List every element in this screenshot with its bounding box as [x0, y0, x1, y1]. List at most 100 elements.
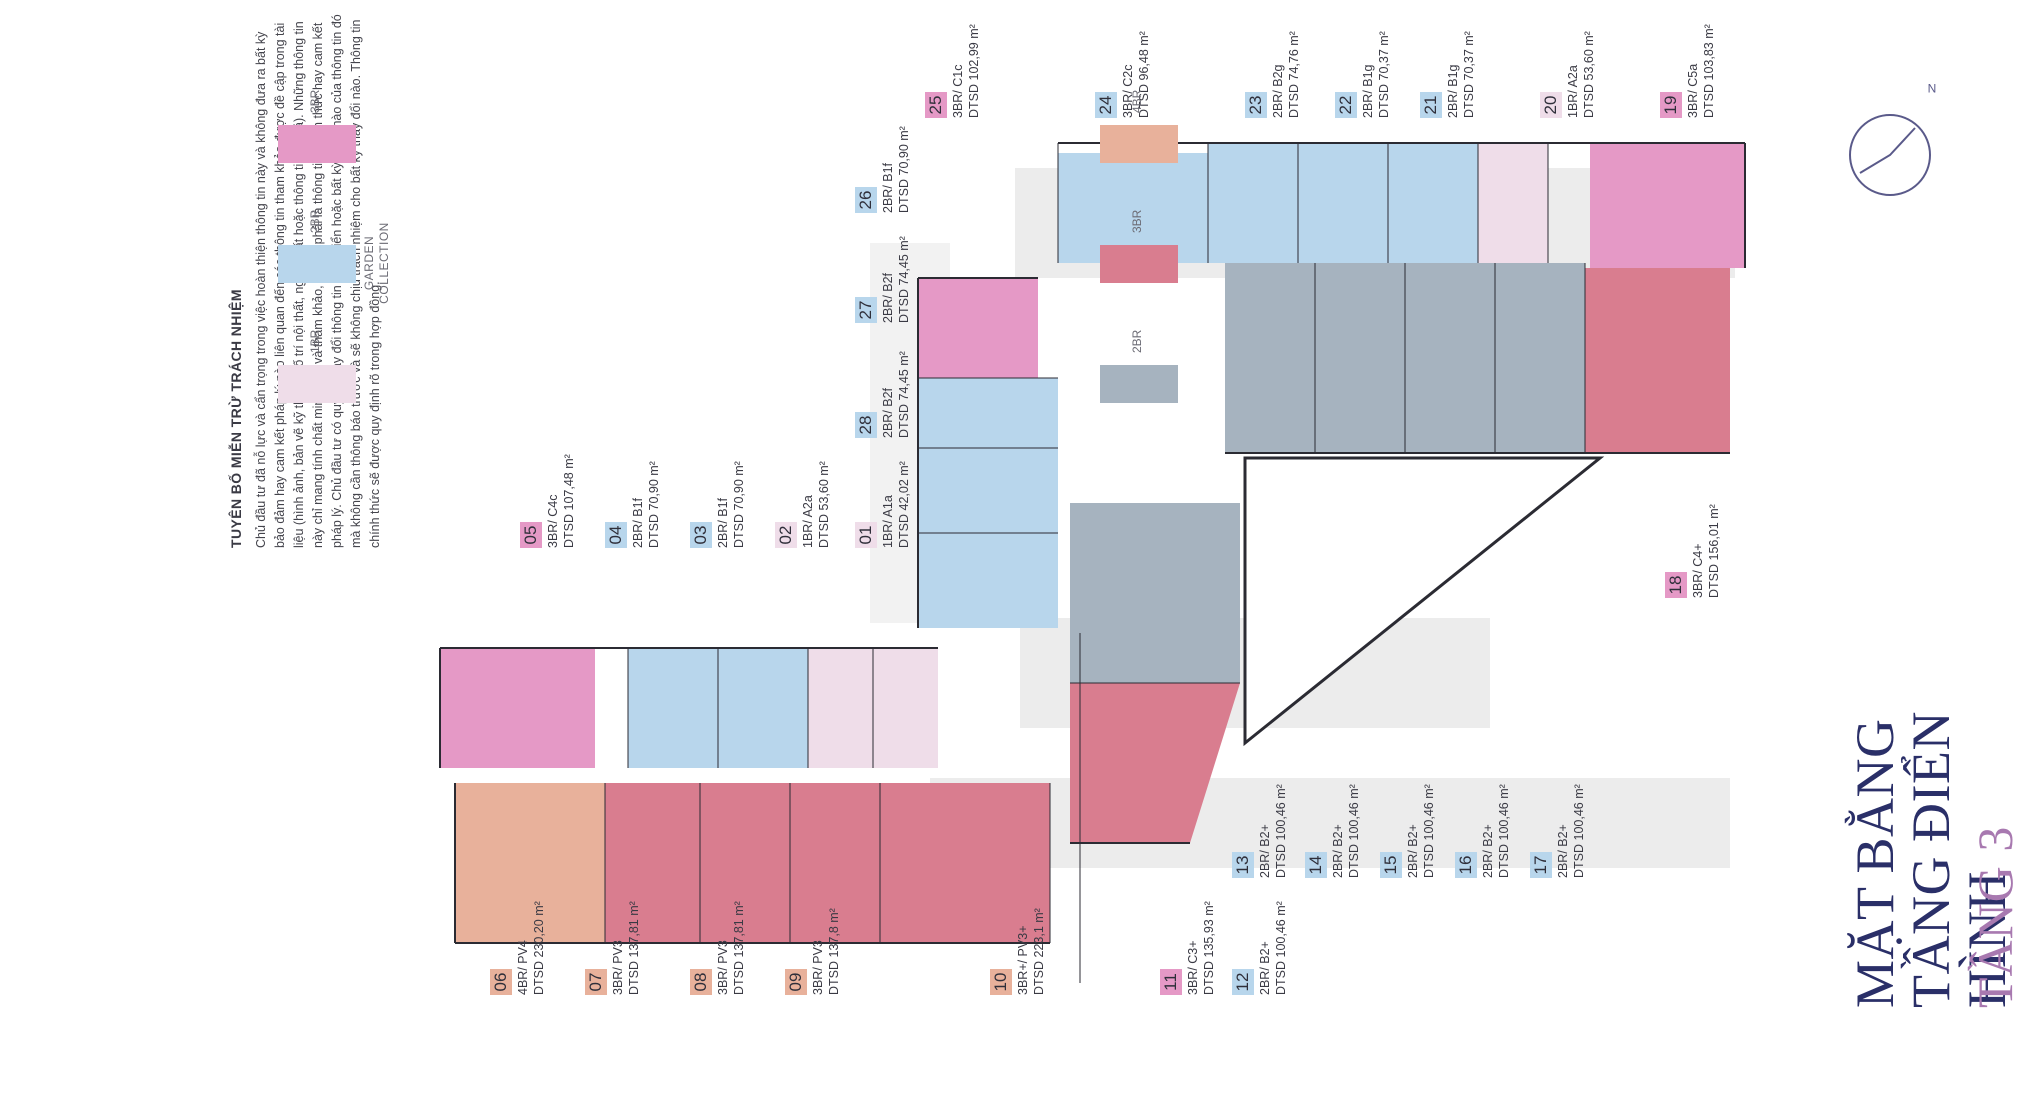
unit-16-zone[interactable] [1405, 263, 1495, 453]
unit-area: DTSD 137,81 m² [627, 901, 641, 995]
unit-25-zone[interactable] [918, 278, 1038, 378]
unit-number-badge: 10 [990, 969, 1012, 995]
unit-15-zone[interactable] [1315, 263, 1405, 453]
unit-03-zone[interactable] [718, 648, 808, 768]
legend-label-garden-2br: 2BR [1130, 329, 1144, 353]
legend-label-2br: 2BR [308, 209, 322, 233]
unit-area: DTSD 100,46 m² [1274, 784, 1288, 878]
unit-23-zone[interactable] [1208, 143, 1298, 263]
unit-17-zone[interactable] [1495, 263, 1585, 453]
unit-13-zone[interactable] [1070, 503, 1240, 593]
unit-number-badge: 25 [925, 92, 947, 118]
unit-type: 2BR/ B2g [1271, 64, 1285, 118]
unit-type: 3BR/ C4c [546, 494, 560, 549]
unit-27-zone[interactable] [918, 448, 1058, 533]
unit-type: 2BR/ B2+ [1481, 824, 1495, 878]
unit-type: 2BR/ B2+ [1331, 824, 1345, 878]
unit-22-zone[interactable] [1298, 143, 1388, 263]
unit-area: DTSD 70,90 m² [647, 461, 661, 548]
unit-02-zone[interactable] [808, 648, 873, 768]
unit-10-zone[interactable] [880, 783, 1050, 943]
unit-area: DTSD 137,8 m² [827, 908, 841, 995]
unit-19-zone[interactable] [1590, 143, 1745, 268]
unit-type: 2BR/ B2+ [1406, 824, 1420, 878]
unit-18-zone[interactable] [1585, 268, 1730, 453]
unit-12-zone[interactable] [1070, 593, 1240, 683]
unit-type: 3BR/ C5a [1686, 63, 1700, 118]
unit-label-14[interactable]: 14 2BR/ B2+DTSD 100,46 m² [1305, 728, 1362, 878]
unit-number-badge: 19 [1660, 92, 1682, 118]
unit-type: 1BR/ A2a [801, 495, 815, 548]
unit-type: 3BR+/ PV3+ [1016, 925, 1030, 996]
legend-swatch-2br [278, 245, 356, 283]
legend-swatch-garden-2br [1100, 365, 1178, 403]
unit-area: DTSD 70,37 m² [1462, 31, 1476, 118]
unit-28-zone[interactable] [918, 533, 1058, 628]
unit-type: 2BR/ B1f [716, 497, 730, 548]
unit-number-badge: 15 [1380, 852, 1402, 878]
unit-area: DTSD 100,46 m² [1347, 784, 1361, 878]
unit-09-zone[interactable] [790, 783, 880, 943]
unit-14-zone[interactable] [1225, 263, 1315, 453]
unit-20-zone[interactable] [1478, 143, 1548, 263]
unit-area: DTSD 70,37 m² [1377, 31, 1391, 118]
unit-number-badge: 06 [490, 969, 512, 995]
unit-11-zone[interactable] [1070, 683, 1240, 843]
unit-08-zone[interactable] [700, 783, 790, 943]
unit-area: DTSD 100,46 m² [1572, 784, 1586, 878]
disclaimer-title: TUYÊN BỐ MIỄN TRỪ TRÁCH NHIỆM [228, 289, 244, 548]
unit-area: DTSD 102,99 m² [967, 24, 981, 118]
unit-number-badge: 20 [1540, 92, 1562, 118]
unit-type: 2BR/ B1g [1361, 64, 1375, 118]
unit-07-zone[interactable] [605, 783, 700, 943]
unit-number-badge: 02 [775, 522, 797, 548]
unit-06-zone[interactable] [455, 783, 605, 943]
unit-24-zone[interactable] [1058, 153, 1208, 263]
unit-04-zone[interactable] [628, 648, 718, 768]
unit-number-badge: 28 [855, 412, 877, 438]
unit-type: 2BR/ B2+ [1556, 824, 1570, 878]
unit-05-zone[interactable] [440, 648, 595, 768]
unit-area: DTSD 74,76 m² [1287, 31, 1301, 118]
unit-type: 3BR/ PV3 [611, 940, 625, 995]
unit-area: DTSD 70,90 m² [732, 461, 746, 548]
unit-number-badge: 14 [1305, 852, 1327, 878]
legend-swatch-garden-3br [1100, 245, 1178, 283]
legend-swatch-1br [278, 365, 356, 403]
unit-area: DTSD 137,81 m² [732, 901, 746, 995]
unit-zones [440, 143, 1745, 943]
unit-type: 3BR/ C4+ [1691, 543, 1705, 598]
unit-type: 2BR/ B2f [881, 387, 895, 438]
unit-number-badge: 22 [1335, 92, 1357, 118]
unit-26-zone[interactable] [918, 378, 1058, 448]
unit-area: DTSD 230,20 m² [532, 901, 546, 995]
unit-01-zone[interactable] [873, 648, 938, 768]
unit-number-badge: 24 [1095, 92, 1117, 118]
unit-number-badge: 21 [1420, 92, 1442, 118]
unit-number-badge: 11 [1160, 969, 1182, 995]
unit-number-badge: 08 [690, 969, 712, 995]
unit-21-zone[interactable] [1388, 143, 1478, 263]
